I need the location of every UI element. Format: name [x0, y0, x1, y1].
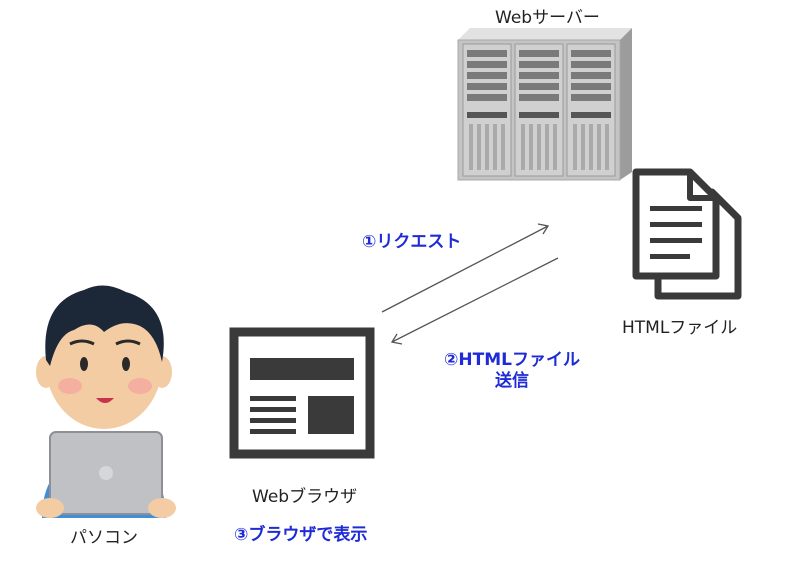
document-icon [632, 168, 742, 300]
step-display-label: ③ブラウザで表示 [234, 525, 368, 545]
step-send-line2: 送信 [495, 371, 529, 392]
step-send-label: ②HTMLファイル 送信 [428, 350, 596, 393]
html-file-label: HTMLファイル [622, 318, 738, 338]
server-unit-1 [462, 43, 512, 177]
person-with-laptop-icon [36, 285, 176, 518]
pc-label: パソコン [70, 528, 138, 548]
web-server-label: Webサーバー [495, 8, 600, 28]
step-request-label: ①リクエスト [362, 232, 462, 252]
step-send-line1: ②HTMLファイル [444, 350, 580, 370]
server-unit-3 [566, 43, 616, 177]
browser-label: Webブラウザ [252, 487, 358, 507]
server-icon [457, 28, 632, 181]
server-unit-2 [514, 43, 564, 177]
response-arrow [390, 257, 559, 345]
request-arrow [381, 223, 550, 313]
browser-window-icon [229, 327, 375, 459]
